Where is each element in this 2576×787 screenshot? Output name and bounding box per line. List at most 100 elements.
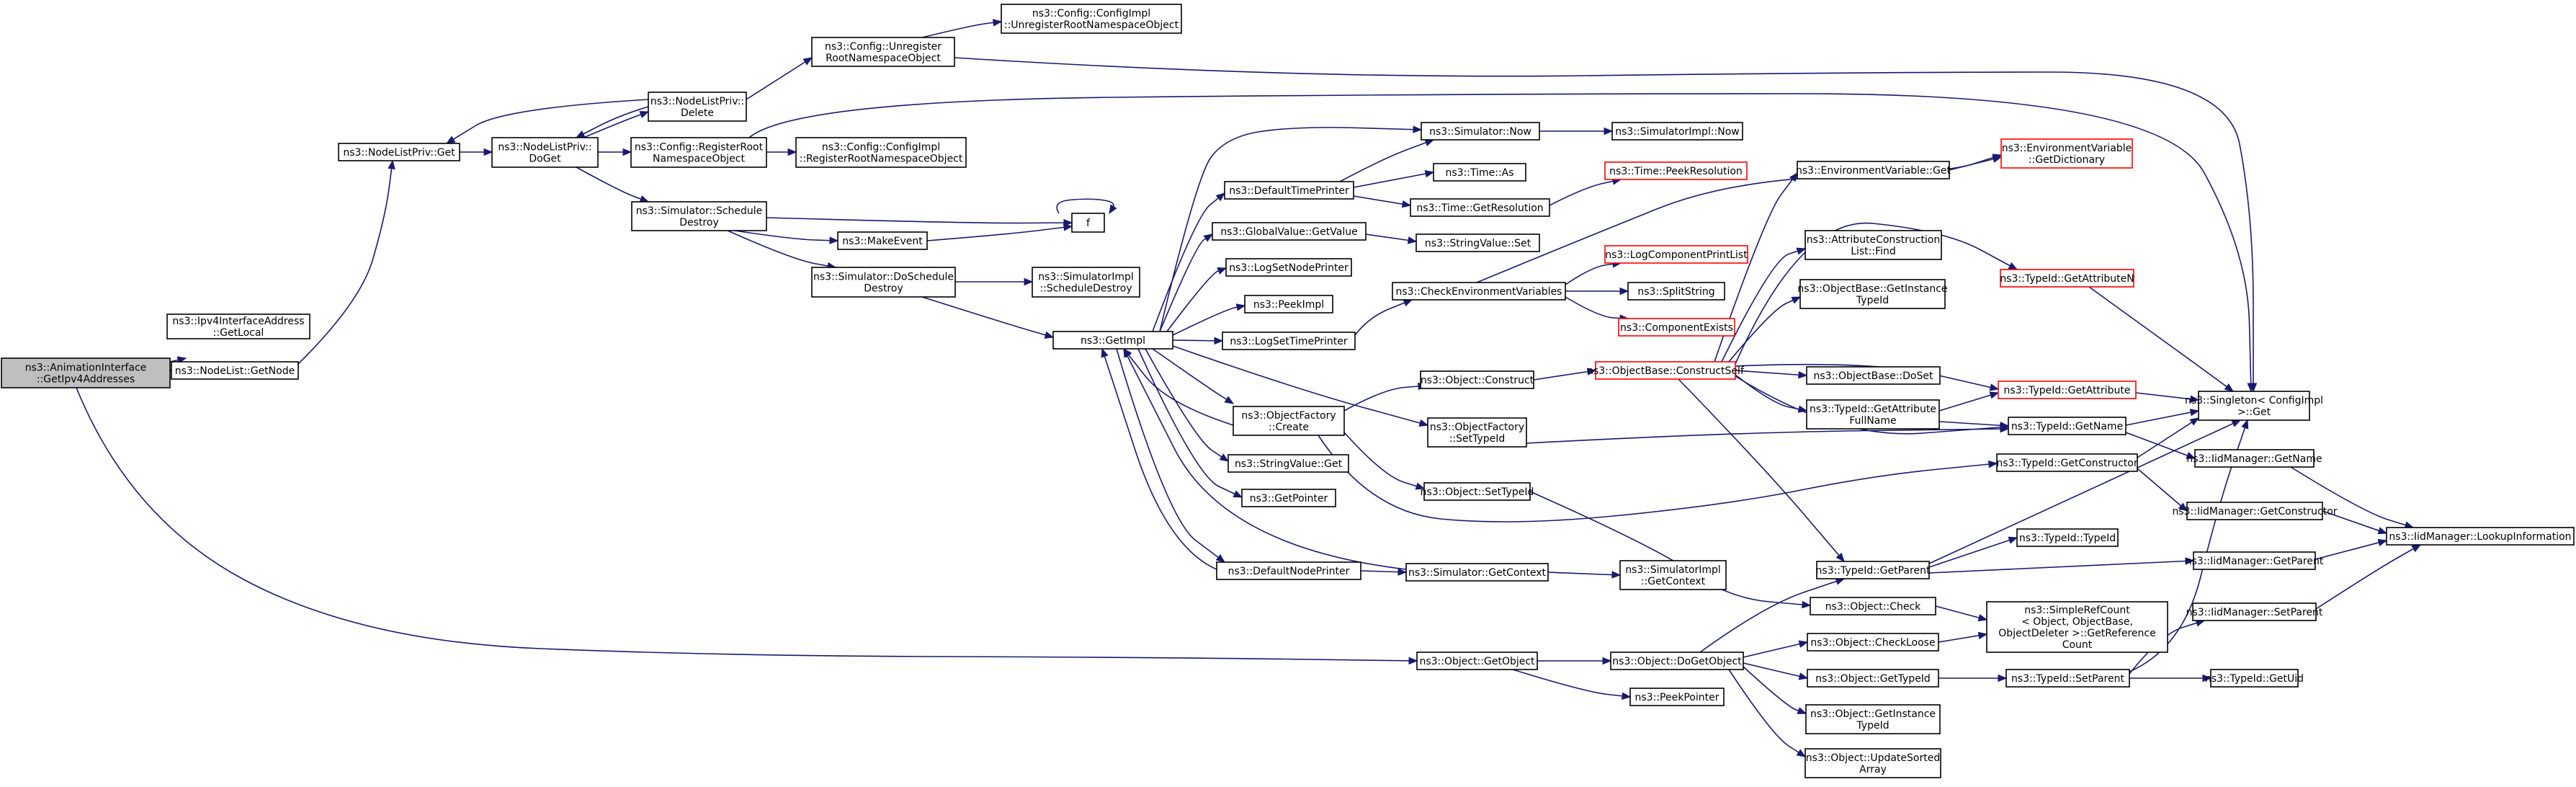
node-objcheck[interactable]: ns3::Object::Check [1810,597,1936,615]
node-nlgetnode[interactable]: ns3::NodeList::GetNode [171,361,299,380]
node-objgetobject[interactable]: ns3::Object::GetObject [1416,652,1538,670]
node-box[interactable] [1032,267,1140,298]
node-typeidtypeid[interactable]: ns3::TypeId::TypeId [2016,528,2119,547]
node-box[interactable] [1420,370,1534,389]
node-getimpl[interactable]: ns3::GetImpl [1052,331,1173,350]
node-box[interactable] [1986,601,2168,653]
node-simimplsched[interactable]: ns3::SimulatorImpl::ScheduleDestroy [1032,267,1140,298]
node-simimplgetcontext[interactable]: ns3::SimulatorImpl::GetContext [1619,560,1727,590]
node-objfactsettypeid[interactable]: ns3::ObjectFactory::SetTypeId [1427,417,1527,448]
node-cfgunreg[interactable]: ns3::Config::UnregisterRootNamespaceObje… [811,37,955,67]
node-box[interactable] [1604,245,1748,264]
node-box[interactable] [1212,222,1367,241]
node-box[interactable] [1052,331,1173,350]
node-box[interactable] [1807,669,1939,688]
node-objfactcreate[interactable]: ns3::ObjectFactory::Create [1233,406,1345,436]
node-box[interactable] [1996,453,2138,472]
node-box[interactable] [1611,122,1743,141]
node-box[interactable] [1392,282,1566,301]
node-box[interactable] [1,357,171,388]
node-typeidgetname[interactable]: ns3::TypeId::GetName [2008,417,2126,435]
node-box[interactable] [2186,502,2323,520]
node-box[interactable] [2193,551,2316,570]
node-box[interactable] [2386,527,2575,546]
node-logsetnodeprinter[interactable]: ns3::LogSetNodePrinter [1225,258,1352,277]
node-box[interactable] [1405,563,1549,582]
node-box[interactable] [1604,161,1748,180]
node-box[interactable] [1225,258,1352,277]
node-box[interactable] [631,201,767,231]
node-cfgimplreg[interactable]: ns3::Config::ConfigImpl::RegisterRootNam… [795,137,967,168]
node-box[interactable] [1241,489,1336,507]
node-box[interactable] [1595,361,1736,380]
node-box[interactable] [1233,406,1345,436]
node-nlprivdelete[interactable]: ns3::NodeListPriv::Delete [648,92,747,122]
node-typeidgetctor[interactable]: ns3::TypeId::GetConstructor [1996,453,2138,472]
node-peekpointer[interactable]: ns3::PeekPointer [1629,688,1725,706]
node-box[interactable] [2008,417,2126,435]
node-box[interactable] [166,314,310,339]
node-envget[interactable]: ns3::EnvironmentVariable::Get [1796,161,1951,179]
node-f[interactable]: f [1071,213,1105,233]
node-box[interactable] [1421,122,1540,141]
node-box[interactable] [1816,561,1930,579]
node-splitstring[interactable]: ns3::SplitString [1627,282,1725,301]
node-stringvalueset[interactable]: ns3::StringValue::Set [1416,234,1540,252]
node-cfgreg[interactable]: ns3::Config::RegisterRootNamespaceObject [630,137,767,168]
node-box[interactable] [1410,198,1550,217]
node-box[interactable] [2194,449,2315,468]
node-box[interactable] [811,37,955,67]
node-box[interactable] [2000,269,2134,288]
node-iidsetparent[interactable]: ns3::IidManager::SetParent [2186,603,2323,621]
node-box[interactable] [1416,652,1538,670]
node-box[interactable] [1618,318,1735,337]
node-getpointer[interactable]: ns3::GetPointer [1241,489,1336,507]
node-objsettypeid[interactable]: ns3::Object::SetTypeId [1421,482,1534,501]
node-typeidgetattrn[interactable]: ns3::TypeId::GetAttributeN [2000,269,2134,288]
node-box[interactable] [2005,669,2130,688]
node-objbaseconstruct[interactable]: ns3::ObjectBase::ConstructSelf [1587,361,1745,380]
node-box[interactable] [1244,295,1333,314]
node-iidgetctor[interactable]: ns3::IidManager::GetConstructor [2172,502,2338,520]
node-objdogetobject[interactable]: ns3::Object::DoGetObject [1610,652,1744,670]
node-box[interactable] [1799,279,1946,309]
node-timepeekres[interactable]: ns3::Time::PeekResolution [1604,161,1748,180]
node-typeidgetuid[interactable]: ns3::TypeId::GetUid [2205,669,2304,688]
node-objbasedoset[interactable]: ns3::ObjectBase::DoSet [1806,366,1941,385]
node-checkenv[interactable]: ns3::CheckEnvironmentVariables [1392,282,1566,301]
node-deftimeprinter[interactable]: ns3::DefaultTimePrinter [1224,181,1354,200]
node-box[interactable] [2210,669,2299,688]
node-box[interactable] [2016,528,2119,547]
node-box[interactable] [648,92,747,122]
node-box[interactable] [491,137,599,168]
node-box[interactable] [630,137,767,168]
node-timeas[interactable]: ns3::Time::As [1433,163,1526,182]
node-envgetdict[interactable]: ns3::EnvironmentVariable::GetDictionary [2000,138,2133,169]
node-box[interactable] [811,267,956,298]
node-box[interactable] [1806,366,1941,385]
node-objgettypeid[interactable]: ns3::Object::GetTypeId [1807,669,1939,688]
node-nlprivget[interactable]: ns3::NodeListPriv::Get [338,143,460,161]
node-box[interactable] [1998,381,2137,399]
node-stringvalueget[interactable]: ns3::StringValue::Get [1227,454,1349,473]
node-gvgetvalue[interactable]: ns3::GlobalValue::GetValue [1212,222,1367,241]
node-box[interactable] [338,143,460,161]
node-box[interactable] [1427,417,1527,448]
node-simschedule[interactable]: ns3::Simulator::ScheduleDestroy [631,201,767,231]
node-box[interactable] [1423,482,1531,501]
node-box[interactable] [837,231,928,250]
node-typeidgetparent[interactable]: ns3::TypeId::GetParent [1816,561,1931,579]
node-box[interactable] [1797,161,1950,179]
node-iidlookup[interactable]: ns3::IidManager::LookupInformation [2386,527,2575,546]
node-ipv4local[interactable]: ns3::Ipv4InterfaceAddress::GetLocal [166,314,310,339]
node-box[interactable] [171,361,299,380]
node-box[interactable] [1804,748,1941,778]
node-box[interactable] [1222,332,1356,350]
node-iidgetparent[interactable]: ns3::IidManager::GetParent [2186,551,2324,570]
node-box[interactable] [1810,597,1936,615]
node-box[interactable] [1629,688,1725,706]
node-box[interactable] [1433,163,1526,182]
